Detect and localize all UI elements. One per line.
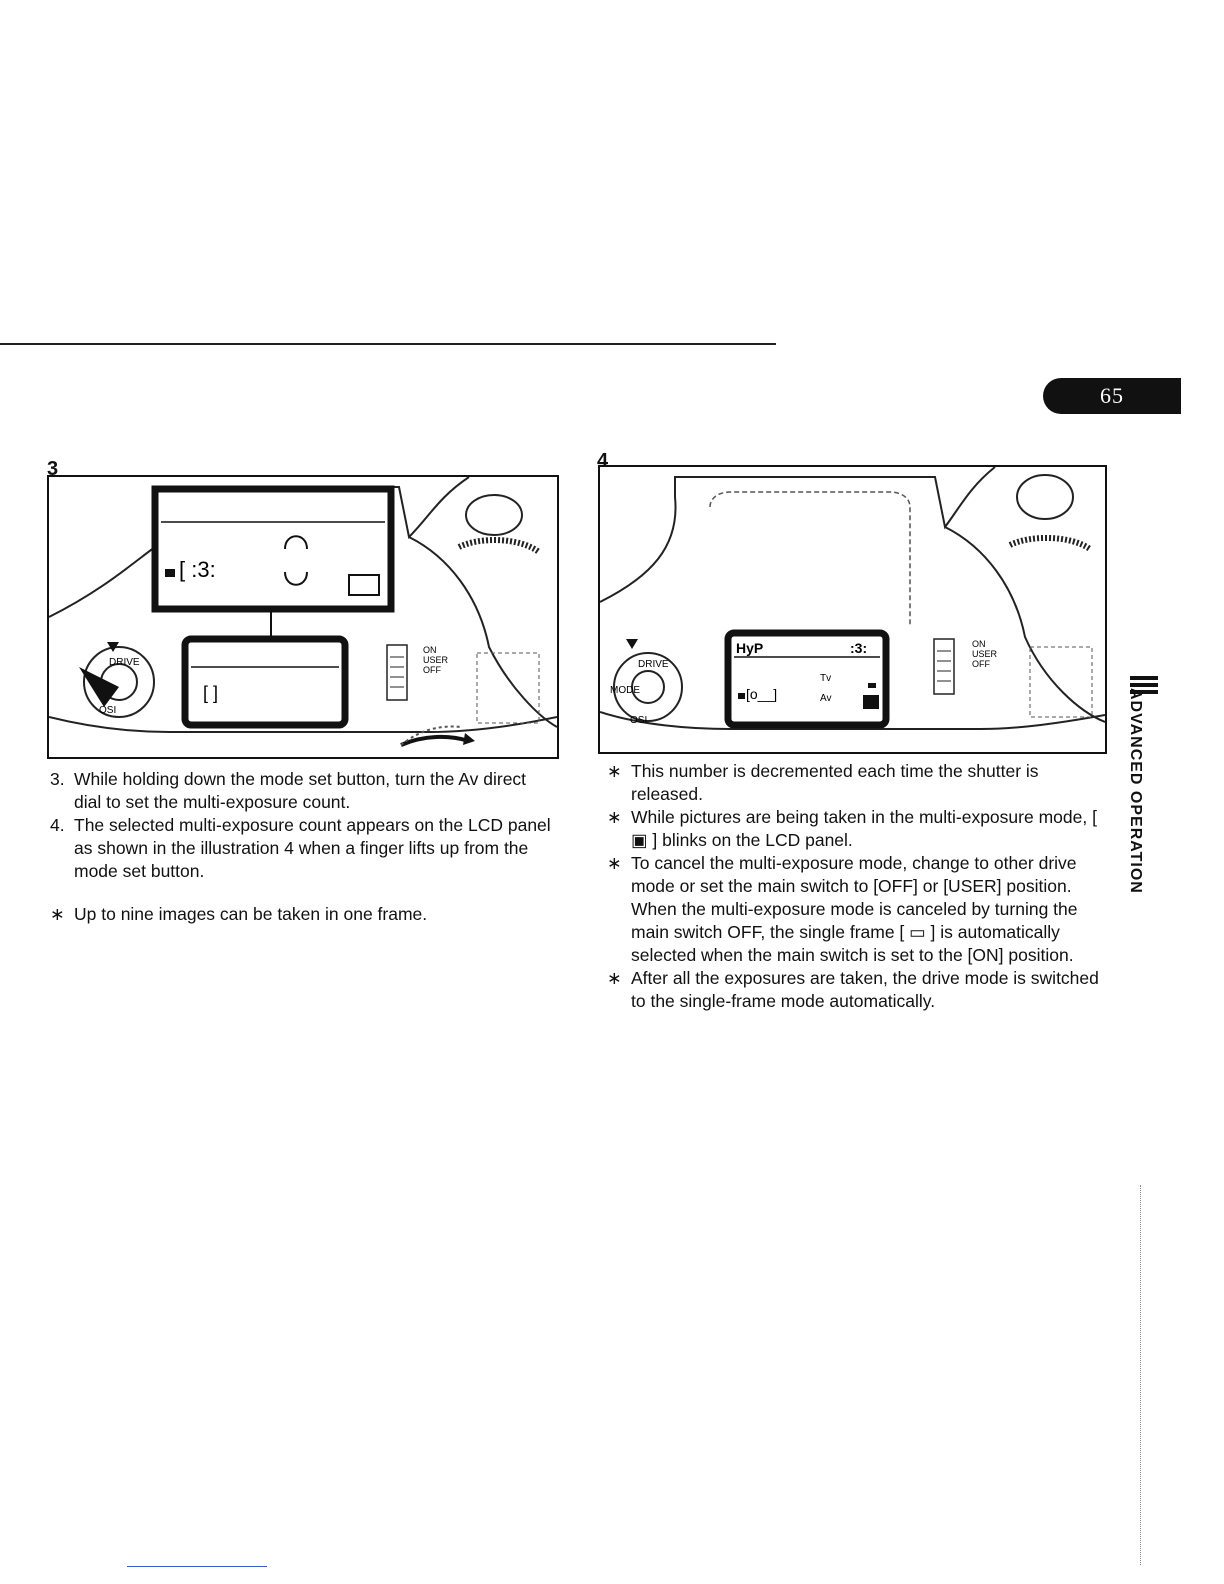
lcd-av-text: Av [820,693,832,704]
left-column: 3. While holding down the mode set butto… [50,768,558,926]
lcd-zoom-text: [ :3: [179,557,216,582]
figure-4-illustration: DRIVE MODE OSI HyP :3: [o__] Tv Av ON US… [600,467,1105,730]
figure-3-number: 3 [47,458,59,480]
right-note-1-text: This number is decremented each time the… [631,761,1039,804]
section-marker-icon [1130,676,1158,697]
page-number-tab: 65 [1043,378,1181,414]
header-rule [0,343,776,345]
right-note-3: ∗ To cancel the multi-exposure mode, cha… [607,852,1115,967]
dial-label-osi: OSI [630,715,647,726]
right-note-4-text: After all the exposures are taken, the d… [631,968,1099,1011]
right-note-2: ∗ While pictures are being taken in the … [607,806,1115,852]
dial-label-osi: OSI [99,705,116,716]
drive-dial: DRIVE OSI [79,642,155,718]
mode-drive-dial: DRIVE MODE OSI [610,639,683,726]
step-4-text: The selected multi-exposure count appear… [74,815,551,881]
dial-label-mode: MODE [610,685,640,696]
switch-label-user: USER [972,649,998,659]
right-note-4: ∗ After all the exposures are taken, the… [607,967,1115,1013]
asterisk-icon: ∗ [50,904,65,924]
switch-label-user: USER [423,655,449,665]
lcd-panel-figure-4: HyP :3: [o__] Tv Av [724,629,890,729]
step-4: 4. The selected multi-exposure count app… [50,814,558,883]
left-note-text: Up to nine images can be taken in one fr… [74,904,428,924]
figure-3-camera-top: DRIVE OSI [ :3: [ ] ON USER [47,475,559,759]
figure-4-number: 4 [597,450,609,472]
step-3: 3. While holding down the mode set butto… [50,768,558,814]
lcd-mode-text: HyP [736,640,763,656]
asterisk-icon: ∗ [607,761,622,781]
margin-dotted-line [1140,1185,1141,1565]
page-number: 65 [1100,383,1124,408]
dial-label-drive: DRIVE [109,657,140,668]
step-3-text: While holding down the mode set button, … [74,769,527,812]
figure-3-illustration: DRIVE OSI [ :3: [ ] ON USER [49,477,557,747]
switch-label-off: OFF [423,665,441,675]
right-note-3-text: To cancel the multi-exposure mode, chang… [631,853,1078,965]
asterisk-icon: ∗ [607,853,622,873]
switch-label-on: ON [972,639,986,649]
figure-4-camera-top: DRIVE MODE OSI HyP :3: [o__] Tv Av ON US… [598,465,1107,754]
main-switch: ON USER OFF [386,644,449,701]
right-note-1: ∗ This number is decremented each time t… [607,760,1115,806]
step-3-number: 3. [50,769,65,789]
lcd-zoom-panel: [ :3: [151,485,395,637]
right-column: ∗ This number is decremented each time t… [607,760,1115,1013]
lcd-frame-text: [o__] [746,686,777,702]
step-4-number: 4. [50,815,65,835]
switch-label-on: ON [423,645,437,655]
dial-label-drive: DRIVE [638,659,669,670]
lcd-count-text: :3: [850,640,867,656]
lcd-body-panel: [ ] [181,635,349,729]
asterisk-icon: ∗ [607,807,622,827]
right-note-2-text: While pictures are being taken in the mu… [631,807,1097,850]
lcd-tv-text: Tv [820,673,831,684]
footer-rule [127,1566,267,1567]
lcd-body-text: [ ] [203,683,218,703]
section-label: ADVANCED OPERATION [1127,688,1144,894]
left-note: ∗ Up to nine images can be taken in one … [50,903,558,926]
switch-label-off: OFF [972,659,990,669]
asterisk-icon: ∗ [607,968,622,988]
main-switch: ON USER OFF [933,638,998,695]
